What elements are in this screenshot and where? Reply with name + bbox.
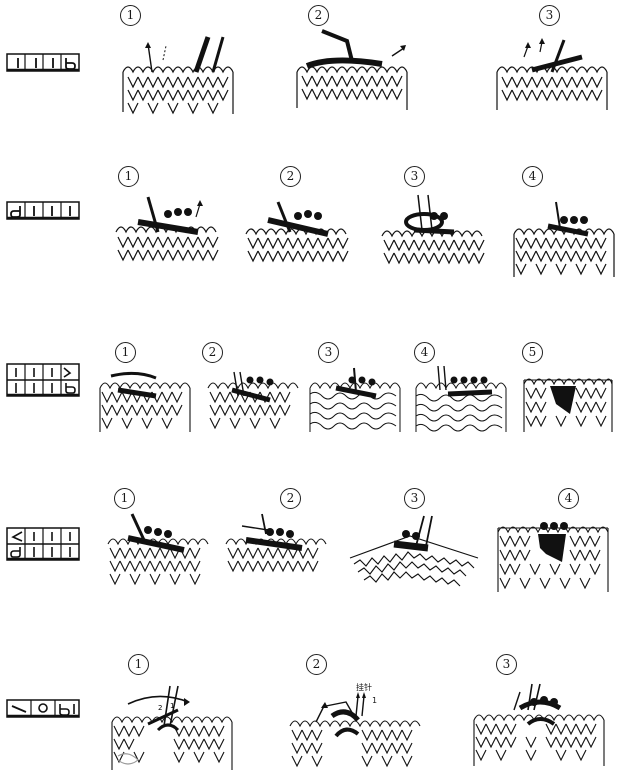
chart-symbol-right-cross (6, 52, 80, 74)
step-number: 3 (318, 342, 339, 363)
annotation-label: 1 (372, 696, 378, 705)
knitting-illustration: 2 1 (108, 680, 238, 775)
technique-row-2: 1 2 3 4 (0, 160, 620, 300)
step-number: 4 (558, 488, 579, 509)
step-number: 1 (114, 488, 135, 509)
step-number: 2 (202, 342, 223, 363)
knitting-illustration (238, 192, 363, 272)
knitting-illustration (286, 676, 426, 776)
technique-row-3: 1 2 3 4 5 (0, 330, 620, 460)
knitting-illustration (104, 510, 214, 592)
step-number: 2 (280, 488, 301, 509)
knitting-illustration (492, 32, 617, 122)
knitting-illustration (220, 510, 332, 592)
knitting-illustration (494, 514, 612, 594)
step-number: 1 (118, 166, 139, 187)
knitting-illustration (96, 366, 196, 438)
step-number: 3 (404, 488, 425, 509)
svg-text:1: 1 (170, 702, 174, 710)
technique-row-5: 1 2 3 2 1 (0, 640, 620, 775)
step-number: 1 (115, 342, 136, 363)
knitting-illustration (292, 26, 417, 116)
chart-symbol-left-cross-2 (6, 526, 80, 562)
chart-symbol-left-cross (6, 200, 80, 222)
knitting-illustration (508, 192, 620, 282)
knitting-illustration (470, 680, 614, 770)
annotation-label: 挂针 (356, 683, 372, 692)
step-number: 4 (522, 166, 543, 187)
knitting-illustration (520, 366, 616, 438)
knitting-illustration (374, 190, 499, 275)
step-number: 5 (522, 342, 543, 363)
step-number: 3 (539, 5, 560, 26)
step-number: 2 (280, 166, 301, 187)
step-number: 4 (414, 342, 435, 363)
chart-symbol-yarn-over-cross (6, 698, 80, 720)
knitting-illustration (118, 32, 243, 122)
technique-row-4: 1 2 3 4 (0, 480, 620, 610)
step-number: 3 (496, 654, 517, 675)
knitting-illustration (412, 366, 512, 438)
svg-text:2: 2 (158, 704, 162, 712)
technique-row-1: 1 2 (0, 0, 620, 140)
step-number: 1 (120, 5, 141, 26)
step-number: 1 (128, 654, 149, 675)
knitting-illustration (306, 366, 406, 438)
step-number: 2 (306, 654, 327, 675)
step-number: 3 (404, 166, 425, 187)
chart-symbol-right-cross-2 (6, 362, 80, 398)
knitting-illustration (204, 366, 304, 438)
knitting-illustration (346, 514, 482, 594)
knitting-illustration (108, 192, 233, 272)
step-number: 2 (308, 5, 329, 26)
